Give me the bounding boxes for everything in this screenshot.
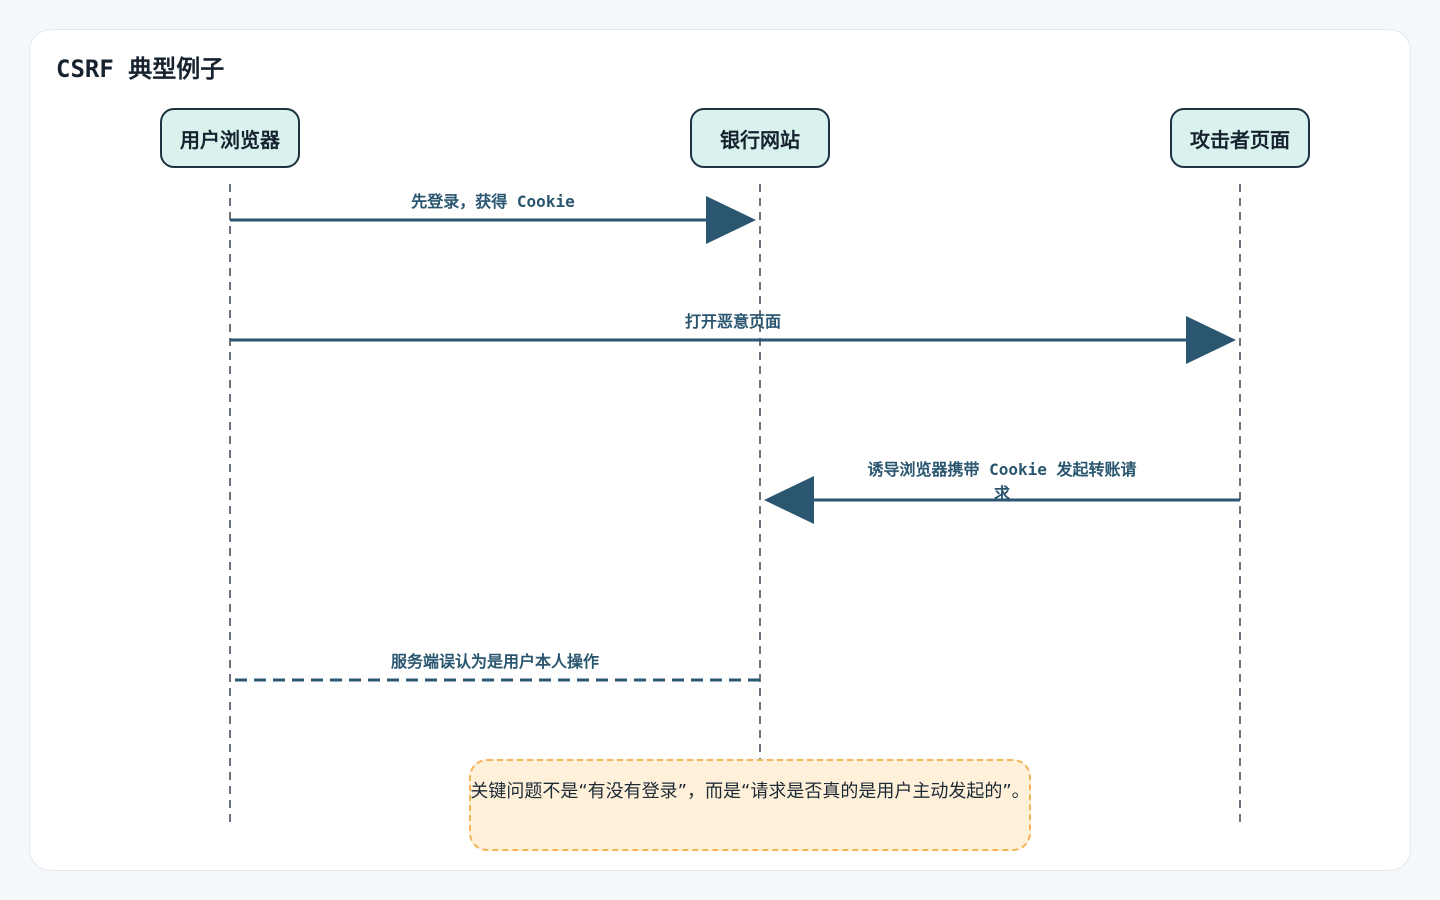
actor-attacker: 攻击者页面	[1170, 108, 1310, 168]
message-label-misidentified: 服务端误认为是用户本人操作	[390, 652, 599, 671]
diagram-card	[29, 29, 1411, 871]
diagram-title: CSRF 典型例子	[56, 55, 225, 83]
message-arrowhead-login	[706, 196, 756, 244]
message-arrowhead-open-page	[1186, 316, 1236, 364]
message-label-forged-request: 诱导浏览器携带 Cookie 发起转账请求	[867, 460, 1137, 503]
message-label-open-page: 打开恶意页面	[684, 312, 781, 331]
message-label-login: 先登录，获得 Cookie	[411, 192, 575, 211]
actor-browser: 用户浏览器	[160, 108, 300, 168]
note-text: 关键问题不是“有没有登录”，而是“请求是否真的是用户主动发起的”。	[470, 781, 1030, 802]
actor-bank: 银行网站	[690, 108, 830, 168]
note-box	[469, 759, 1031, 851]
message-arrowhead-forged-request	[764, 476, 814, 524]
